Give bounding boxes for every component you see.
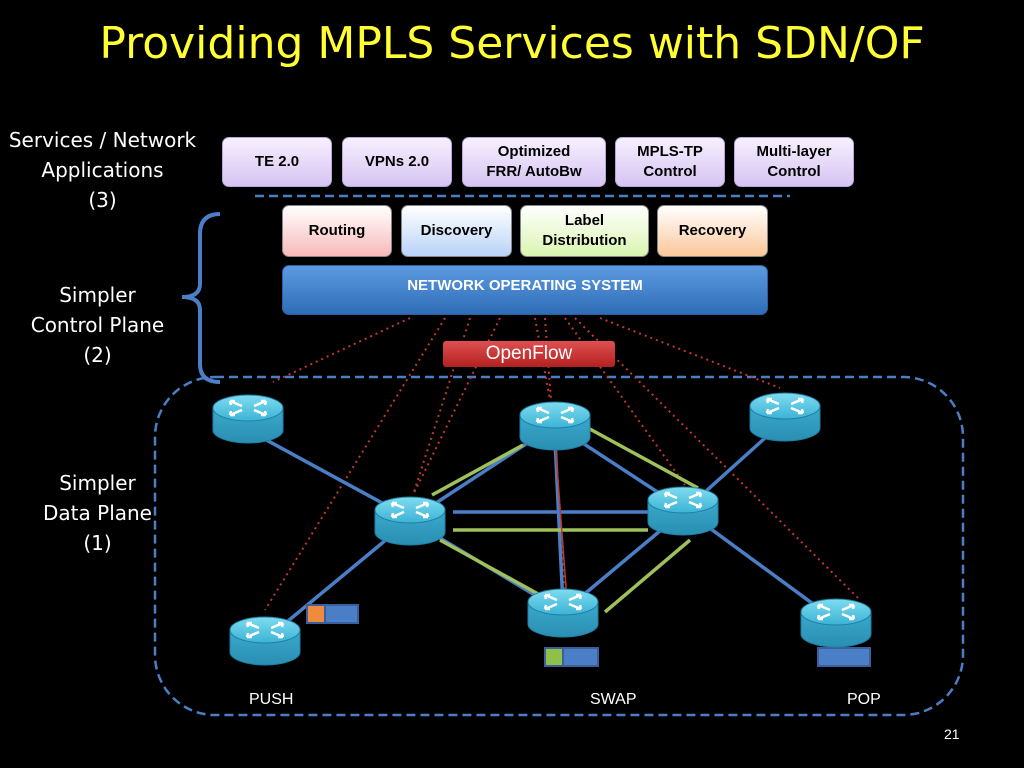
data-layer-label: Simpler Data Plane (1): [20, 468, 175, 558]
app-te: TE 2.0: [222, 137, 332, 187]
control-layer-line3: (2): [83, 343, 112, 367]
router-top: [647, 486, 719, 514]
slide-title: Providing MPLS Services with SDN/OF: [99, 18, 925, 69]
router-top: [229, 616, 301, 644]
router-arrows-icon: [245, 621, 285, 639]
fn-label-distribution: Label Distribution: [520, 205, 649, 257]
router-top: [212, 394, 284, 422]
app-vpns: VPNs 2.0: [342, 137, 452, 187]
of-line-r4: [534, 317, 551, 401]
control-layer-label: Simpler Control Plane (2): [20, 280, 175, 370]
router-arrows-icon: [228, 399, 268, 417]
push-label-stack: [306, 604, 359, 624]
router-r4: [519, 401, 591, 451]
router-top: [527, 588, 599, 616]
lsp-r4-r6: [587, 426, 699, 490]
routers: [212, 392, 872, 666]
services-layer-line3: (3): [88, 188, 117, 212]
router-r2: [229, 616, 301, 666]
services-layer-line1: Services / Network: [8, 128, 197, 152]
router-r3: [374, 496, 446, 546]
data-layer-line3: (1): [83, 531, 112, 555]
fn-recovery: Recovery: [657, 205, 768, 257]
router-top: [749, 392, 821, 420]
data-layer-line2: Data Plane: [43, 501, 152, 525]
router-arrows-icon: [543, 593, 583, 611]
data-plane-boundary: [153, 375, 965, 717]
push-label: PUSH: [249, 691, 294, 708]
router-arrows-icon: [535, 406, 575, 424]
control-layer-line2: Control Plane: [30, 313, 165, 337]
control-layer-line1: Simpler: [59, 283, 136, 307]
router-top: [374, 496, 446, 524]
router-arrows-icon: [663, 491, 703, 509]
router-arrows-icon: [816, 603, 856, 621]
app-multi-layer: Multi-layer Control: [734, 137, 854, 187]
router-arrows-icon: [765, 397, 805, 415]
swap-label-green: [544, 647, 564, 667]
swap-label-stack: [544, 647, 599, 667]
green-lsp-links: [431, 426, 699, 614]
of-line-r8: [599, 317, 781, 389]
of-line-r6: [564, 317, 686, 486]
of-line-r1: [272, 317, 411, 383]
link-r1-r3: [247, 428, 396, 512]
services-layer-label: Services / Network Applications (3): [0, 125, 205, 215]
router-r5: [527, 588, 599, 638]
page-number: 21: [944, 726, 960, 742]
control-plane-brace: [181, 212, 221, 384]
lsp-r3-r5: [439, 538, 541, 597]
router-r8: [749, 392, 821, 442]
pop-label-blue: [817, 647, 871, 667]
router-r7: [800, 598, 872, 648]
lsp-center-path: [554, 439, 568, 601]
data-layer-line1: Simpler: [59, 471, 136, 495]
app-mpls-tp: MPLS-TP Control: [615, 137, 725, 187]
router-r6: [647, 486, 719, 536]
router-top: [519, 401, 591, 429]
network-operating-system: NETWORK OPERATING SYSTEM: [282, 265, 768, 315]
services-layer-line2: Applications: [41, 158, 164, 182]
pop-label-stack: [817, 647, 871, 667]
push-label-orange: [306, 604, 326, 624]
openflow-label: OpenFlow: [443, 341, 615, 367]
of-line-r7: [574, 317, 861, 601]
fn-routing: Routing: [282, 205, 392, 257]
router-top: [800, 598, 872, 626]
fn-discovery: Discovery: [401, 205, 512, 257]
router-r1: [212, 394, 284, 444]
lsp-r3-r4: [431, 443, 524, 497]
router-arrows-icon: [390, 501, 430, 519]
swap-label: SWAP: [590, 691, 637, 708]
pop-label: POP: [847, 691, 881, 708]
swap-label-blue: [562, 647, 599, 667]
lsp-r5-r6: [603, 538, 692, 614]
app-frr-autobw: Optimized FRR/ AutoBw: [462, 137, 606, 187]
push-label-blue: [324, 604, 359, 624]
